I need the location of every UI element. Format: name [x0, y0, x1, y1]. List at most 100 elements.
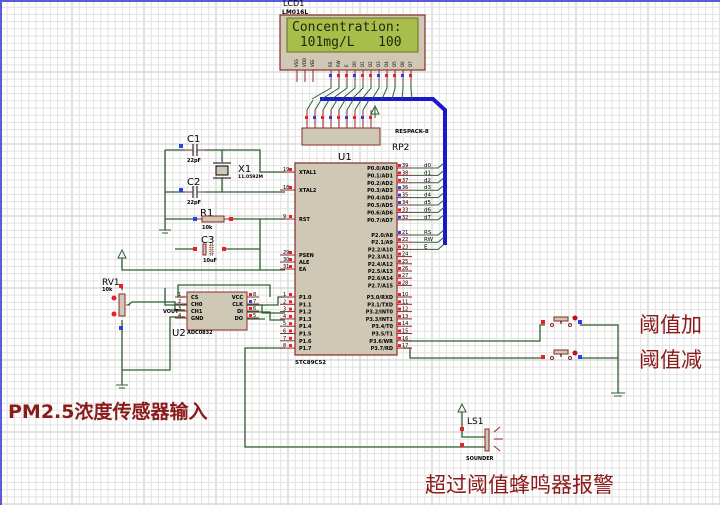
- annotation-threshold-down: 阈值减: [639, 348, 702, 372]
- pin-marker: [289, 215, 292, 218]
- pin-marker: [361, 74, 364, 77]
- u1-pin-name: P1.6: [299, 339, 312, 345]
- u1-pin-name: P2.5/A13: [368, 269, 394, 275]
- net-wire: [412, 184, 445, 191]
- ls1-ref: LS1: [467, 417, 483, 427]
- pin-marker: [398, 344, 401, 348]
- u1-pin-number: 19: [283, 167, 289, 173]
- bus-entry-wire: [362, 99, 370, 111]
- u1-pin-name: P3.1/TXD: [367, 302, 393, 308]
- lcd-module[interactable]: LCD1 LM016L Concentration: 101mg/L 100 V…: [279, 0, 426, 100]
- u1-pin-number: 25: [402, 259, 408, 265]
- pin-marker: [321, 116, 324, 119]
- c1-ref: C1: [187, 134, 200, 145]
- pin-marker: [337, 116, 340, 119]
- pin-marker: [398, 186, 401, 190]
- u2-model: ADC0832: [187, 330, 213, 336]
- u1-pin-name: ALE: [299, 260, 310, 266]
- net-label: d7: [424, 215, 431, 221]
- crystal-x1[interactable]: X1 11.0592M: [213, 162, 263, 180]
- u1-pin-number: 1: [283, 292, 286, 298]
- potentiometer-rv1[interactable]: RV1 10k: [102, 278, 130, 330]
- pin-marker: [353, 74, 356, 77]
- u1-pin-name: P0.4/AD4: [367, 196, 393, 202]
- u1-pin-name: P2.0/A8: [371, 233, 393, 239]
- capacitor-c3[interactable]: C3 10uF: [193, 235, 226, 264]
- u1-pin-name: P2.1/A9: [371, 240, 393, 246]
- resistor-pack-rp2[interactable]: RESPACK-8 RP2: [301, 99, 429, 153]
- button-threshold-down[interactable]: [541, 349, 582, 360]
- c1-value: 22pF: [187, 158, 201, 164]
- button-threshold-up[interactable]: [541, 315, 582, 327]
- u1-pin-name: P1.7: [299, 346, 312, 352]
- pin-marker: [289, 344, 292, 348]
- u1-pin-number: 17: [402, 343, 408, 349]
- capacitor-c2[interactable]: C2 22pF: [179, 177, 205, 206]
- lcd-line-1: Concentration:: [292, 20, 402, 35]
- bus-entry-wire: [361, 82, 372, 100]
- bus-entry-wire: [338, 99, 346, 111]
- u1-pin-number: 22: [402, 237, 408, 243]
- u1-pin-number: 37: [402, 178, 408, 184]
- pin-marker: [398, 193, 401, 197]
- u1-pin-number: 23: [402, 244, 408, 250]
- net-wire: [412, 236, 445, 243]
- net-label: d1: [424, 170, 431, 176]
- net-label: d0: [424, 163, 431, 169]
- net-wire: [412, 244, 445, 250]
- capacitor-c1[interactable]: C1 22pF: [179, 134, 205, 164]
- lcd-pin-label: D3: [376, 61, 381, 67]
- pin-marker: [345, 116, 348, 119]
- pin-marker: [385, 74, 388, 77]
- net-label: d3: [424, 185, 431, 191]
- net-wire: [412, 192, 445, 199]
- resistor-r1[interactable]: R1 10k: [193, 208, 233, 231]
- u1-pin-name: XTAL1: [299, 170, 317, 176]
- u1-pin-number: 38: [402, 170, 408, 176]
- u1-pin-number: 10: [402, 292, 408, 298]
- pin-marker: [398, 274, 401, 278]
- u1-pin-name: P1.1: [299, 302, 312, 308]
- bus-entry-wire: [321, 82, 340, 100]
- net-wire: [412, 177, 445, 184]
- pin-marker: [398, 314, 401, 318]
- pin-marker: [398, 281, 401, 285]
- u1-pin-number: 16: [402, 336, 408, 342]
- rp2-body: [301, 127, 381, 146]
- data-bus: [320, 97, 447, 245]
- u1-pin-name: P0.6/AD6: [367, 210, 393, 216]
- u1-pin-number: 3: [283, 307, 286, 313]
- annotation-threshold-up: 阈值加: [639, 313, 702, 337]
- pin-marker: [329, 74, 332, 77]
- lcd-pin-label: D5: [392, 61, 397, 67]
- pin-marker: [369, 74, 372, 77]
- pin-marker: [289, 258, 292, 261]
- pin-marker: [398, 259, 401, 263]
- net-wire: [412, 162, 445, 169]
- annotation-buzzer-alarm: 超过阈值蜂鸣器报警: [425, 473, 614, 497]
- net-label: d2: [424, 178, 431, 184]
- power-terminal-icon: [117, 248, 127, 259]
- lcd-pin-label: D2: [368, 61, 373, 67]
- u1-pin-number: 12: [402, 307, 408, 313]
- c3-value: 10uF: [203, 258, 217, 264]
- pin-marker: [398, 178, 401, 182]
- u1-pin-name: P1.4: [299, 324, 312, 330]
- pin-marker: [289, 307, 292, 311]
- u1-model: STC89C52: [295, 360, 326, 366]
- pin-marker: [369, 116, 372, 119]
- pin-marker: [289, 251, 292, 254]
- u1-pin-name: P2.4/A12: [368, 262, 394, 268]
- pin-marker: [409, 74, 412, 77]
- sounder-ls1[interactable]: LS1 SOUNDER: [460, 417, 503, 462]
- net-label-vout: VOUT: [163, 309, 179, 315]
- lcd-pin-label: VSS: [294, 59, 299, 67]
- u1-pin-number: 26: [402, 266, 408, 272]
- u1-pin-number: 6: [283, 329, 286, 335]
